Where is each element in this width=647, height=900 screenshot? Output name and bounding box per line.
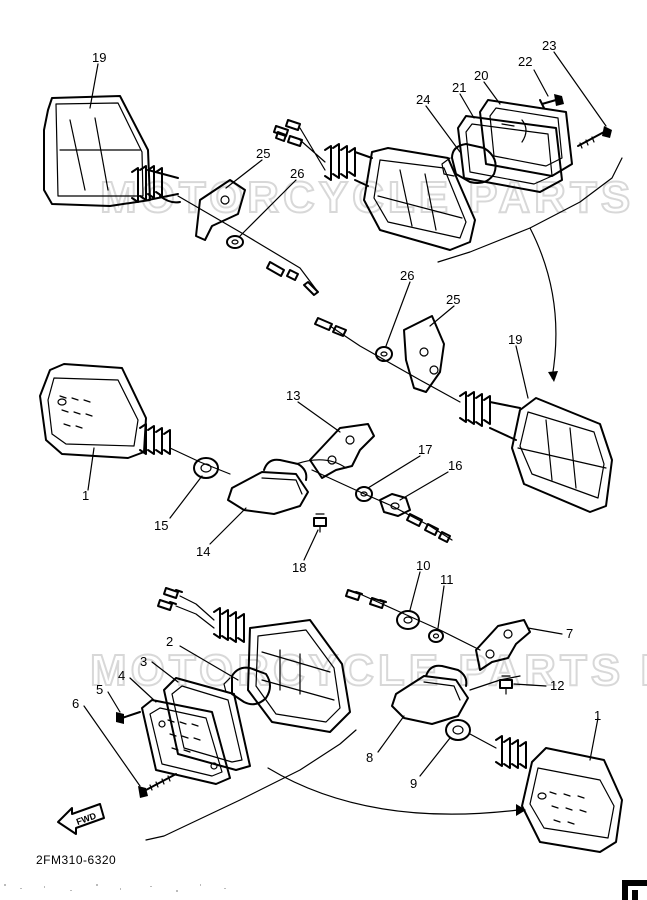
connection-arrow-upper	[529, 227, 557, 379]
washer-11	[428, 629, 444, 643]
grommet-26-middle	[375, 346, 393, 362]
callout-12: 12	[550, 678, 564, 693]
turn-signal-lamp-1-lower-right	[469, 733, 623, 853]
callout-1-middle: 1	[82, 488, 89, 503]
turn-signal-lamp-upper-right	[273, 119, 476, 251]
turn-signal-lamp-19-upper-left	[43, 95, 319, 296]
lens-20	[479, 99, 573, 177]
screw-12	[499, 675, 513, 695]
callout-1-lower: 1	[594, 708, 601, 723]
scan-specks	[4, 884, 226, 892]
bracket-25-middle	[403, 315, 445, 393]
callout-23: 23	[542, 38, 556, 53]
screw-6	[138, 773, 177, 798]
callout-6: 6	[72, 696, 79, 711]
turn-signal-lamp-1-middle-left	[39, 363, 231, 475]
callout-20: 20	[474, 68, 488, 83]
callout-2: 2	[166, 634, 173, 649]
forward-arrow-icon: FWD	[57, 803, 105, 835]
callout-7: 7	[566, 626, 573, 641]
callout-4: 4	[118, 668, 125, 683]
grommet-9	[445, 719, 471, 741]
nut-16	[379, 493, 411, 517]
screw-23	[577, 126, 612, 149]
callout-18: 18	[292, 560, 306, 575]
bracket-7	[475, 619, 531, 671]
callout-19-upper: 19	[92, 50, 106, 65]
callout-24: 24	[416, 92, 430, 107]
callout-11: 11	[440, 572, 454, 587]
connection-arrow-lower	[267, 767, 519, 815]
callout-26-middle: 26	[400, 268, 414, 283]
leader-lines	[83, 51, 607, 787]
callout-labels: 19 25 26 24 21 20 22 23 26 25 19 13 17 1…	[72, 38, 601, 791]
callout-26-upper: 26	[290, 166, 304, 181]
gasket-3	[163, 677, 251, 771]
callout-9: 9	[410, 776, 417, 791]
diagram-code: 2FM310-6320	[36, 853, 116, 867]
page-corner-mark	[622, 880, 647, 900]
callout-5: 5	[96, 682, 103, 697]
grommet-17	[355, 486, 373, 502]
bracket-25-upper	[195, 179, 246, 241]
callout-10: 10	[416, 558, 430, 573]
watermark-lower: MOTORCYCLE PARTS NET	[90, 646, 647, 695]
callout-3: 3	[140, 654, 147, 669]
lens-4	[141, 699, 231, 785]
callout-25-upper: 25	[256, 146, 270, 161]
callout-13: 13	[286, 388, 300, 403]
screw-18	[313, 513, 327, 533]
grommet-10	[396, 610, 420, 630]
callout-15: 15	[154, 518, 168, 533]
grommet-26-upper	[226, 235, 244, 249]
callout-22: 22	[518, 54, 532, 69]
turn-signal-lamp-lower-left	[157, 587, 351, 733]
screw-5	[116, 711, 141, 724]
callout-14: 14	[196, 544, 210, 559]
callout-21: 21	[452, 80, 466, 95]
turn-signal-lamp-19-middle-right	[314, 317, 613, 513]
callout-19-middle: 19	[508, 332, 522, 347]
callout-16: 16	[448, 458, 462, 473]
connector-housing-8	[391, 664, 469, 725]
callout-17: 17	[418, 442, 432, 457]
grommet-15	[193, 457, 219, 479]
callout-8: 8	[366, 750, 373, 765]
connector-housing-14	[227, 458, 347, 515]
gasket-21	[457, 115, 563, 193]
bracket-13	[309, 423, 375, 479]
screw-22	[539, 94, 564, 109]
group-frame-lower	[145, 729, 357, 841]
group-frame-upper	[437, 157, 623, 263]
callout-25-middle: 25	[446, 292, 460, 307]
